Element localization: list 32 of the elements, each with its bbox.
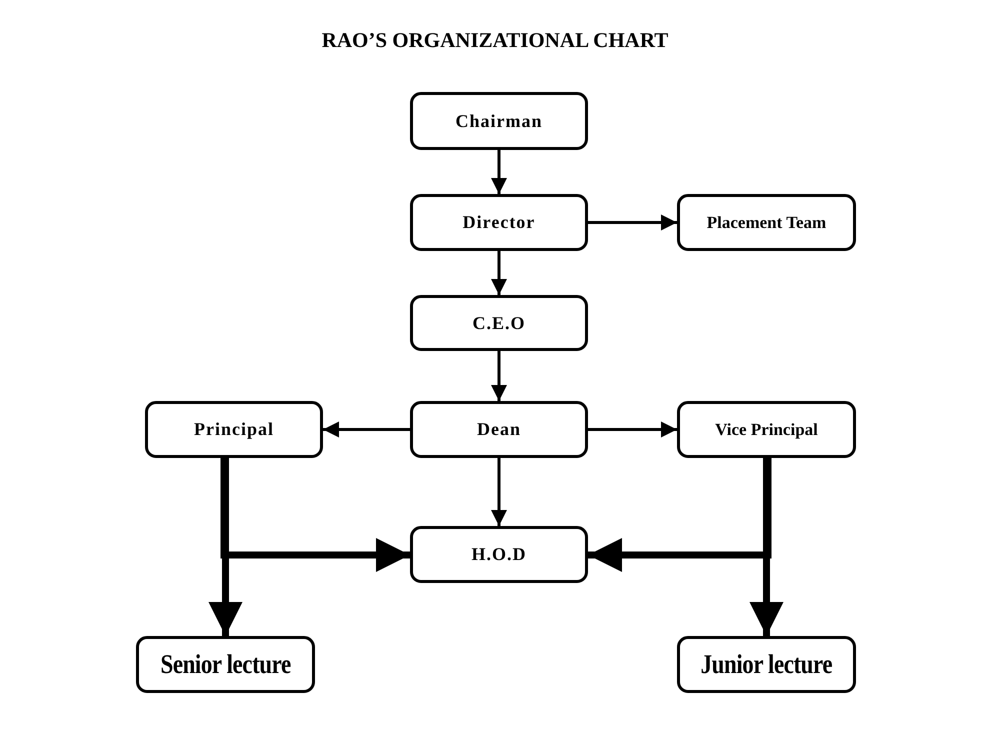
role-label: Junior lecture (700, 649, 832, 680)
chart-title: RAO’S ORGANIZATIONAL CHART (322, 28, 668, 53)
org-box (677, 636, 856, 693)
arrow (588, 422, 677, 438)
arrow (588, 214, 677, 230)
arrow (491, 251, 507, 295)
org-box (410, 92, 588, 150)
org-box (145, 401, 323, 458)
org-box (410, 526, 588, 583)
role-label: Senior lecture (160, 649, 291, 680)
arrow (220, 458, 410, 572)
org-box (677, 401, 856, 458)
arrow (491, 150, 507, 194)
arrow (588, 458, 772, 572)
role-label: H.O.D (471, 544, 526, 565)
arrow (323, 422, 410, 438)
org-box (410, 295, 588, 351)
role-label: Director (462, 212, 536, 233)
role-label: Placement Team (706, 212, 826, 232)
arrow (208, 458, 242, 636)
role-label: Principal (194, 419, 274, 440)
org-box (677, 194, 856, 251)
role-label: C.E.O (472, 312, 526, 334)
org-box (410, 194, 588, 251)
arrow (750, 458, 784, 636)
role-label: Chairman (455, 110, 542, 132)
role-label: Dean (477, 419, 521, 440)
arrow (491, 458, 507, 526)
arrow (491, 351, 507, 401)
org-box (410, 401, 588, 458)
role-label: Vice Principal (715, 420, 818, 440)
org-box (136, 636, 315, 693)
